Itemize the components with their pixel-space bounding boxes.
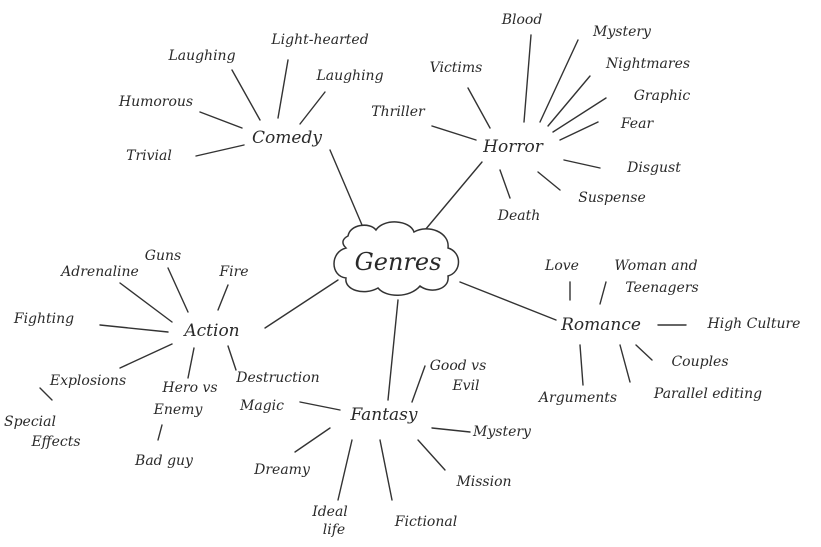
central-connectors [264,149,557,401]
cloud-shape [333,221,460,296]
leaf-label: Suspense [578,190,646,206]
leaf-label: Disgust [626,160,681,176]
leaf-label: Parallel editing [653,386,762,402]
leaf-label: Guns [145,248,181,264]
leaf-label: Mystery [592,24,652,40]
leaf-label: Mission [455,474,511,490]
leaf-label: Couples [671,354,728,370]
leaf-label: Thriller [371,104,426,120]
leaf-label: Humorous [118,94,193,110]
center-label: Genres [355,248,442,276]
leaf-label: Victims [430,60,483,76]
category-fantasy: Fantasy [349,405,417,425]
leaf-label: Effects [30,434,80,450]
leaf-label: Love [544,258,579,274]
leaf-label: Fighting [13,311,74,327]
leaf-label: Laughing [167,48,235,64]
leaf-label: Nightmares [605,56,690,72]
leaf-label: Enemy [153,402,204,418]
leaf-label: Evil [451,378,479,394]
category-comedy: Comedy [252,128,322,148]
leaf-label: Fire [218,264,248,280]
category-romance: Romance [560,315,641,335]
leaf-label: Dreamy [253,462,311,478]
comedy-items: Laughing Light-hearted Laughing Humorous… [118,32,384,164]
comedy-connectors [195,59,326,157]
leaf-label: Adrenaline [59,264,139,280]
leaf-label: Fictional [394,514,457,530]
leaf-label: Mystery [472,424,532,440]
fantasy-items: Good vs Evil Magic Mystery Mission Dream… [239,358,532,538]
leaf-label: Bad guy [134,453,194,469]
leaf-label: Ideal [311,504,348,520]
fantasy-connectors [294,365,471,501]
romance-connectors [569,281,687,386]
leaf-label: life [323,522,345,538]
leaf-label: Explosions [49,373,126,389]
leaf-label: Light-hearted [270,32,368,48]
leaf-label: Arguments [537,390,617,406]
leaf-label: Special [4,414,56,430]
leaf-label: High Culture [707,316,801,332]
leaf-label: Destruction [235,370,319,386]
category-horror: Horror [482,137,544,157]
center-node: Genres [333,221,460,296]
leaf-label: Teenagers [625,280,698,296]
action-connectors [39,267,237,441]
leaf-label: Magic [239,398,284,414]
horror-connectors [431,34,607,199]
leaf-label: Blood [501,12,543,28]
leaf-label: Fear [620,116,655,132]
horror-items: Blood Mystery Victims Nightmares Graphic… [371,12,690,224]
leaf-label: Good vs [430,358,487,374]
leaf-label: Graphic [634,88,691,104]
leaf-label: Laughing [315,68,383,84]
action-items: Guns Adrenaline Fire Fighting Explosions… [4,248,320,469]
leaf-label: Hero vs [161,380,217,396]
leaf-label: Trivial [126,148,172,164]
leaf-label: Woman and [614,258,697,274]
category-labels: Comedy Horror Action Romance Fantasy [182,128,641,425]
leaf-label: Death [497,208,541,224]
category-action: Action [182,321,239,341]
romance-items: Love Woman and Teenagers High Culture Co… [537,258,801,406]
